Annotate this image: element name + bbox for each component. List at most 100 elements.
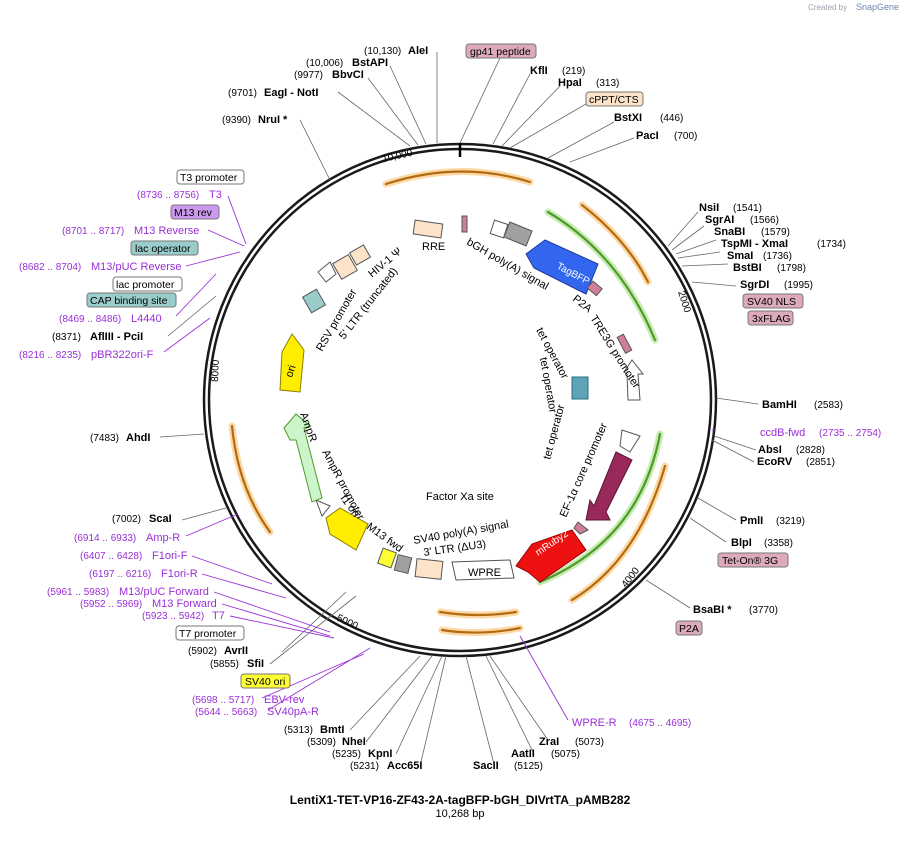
box-lacop-label: lac operator <box>135 243 191 255</box>
box-sv40ori-label: SV40 ori <box>245 676 285 688</box>
plasmid-length: 10,268 bp <box>436 808 485 820</box>
tre3g-arrow <box>623 359 645 401</box>
site-sacii-pos: (5125) <box>514 761 543 772</box>
site-zrai-pos: (5073) <box>575 737 604 748</box>
orange-arc-bottom-2-line <box>440 626 522 634</box>
p2a-label: P2A <box>570 293 594 316</box>
primer-m13rev-name: M13 Reverse <box>134 225 199 237</box>
box-m13rev <box>170 204 220 220</box>
site-kfli-name: KflI <box>530 65 548 77</box>
site-hpai-pos: (313) <box>596 78 619 89</box>
tick-10000: 10,000 <box>381 148 414 165</box>
primer-m13fwd-name: M13 Forward <box>152 598 217 610</box>
site-avrii-name: AvrII <box>224 645 248 657</box>
p2a-block <box>586 280 603 297</box>
site-sgrai-pos: (1566) <box>750 215 779 226</box>
site-nhei-pos: (5309) <box>307 737 336 748</box>
site-bbvci-pos: (9977) <box>294 70 323 81</box>
restriction-sites: AleI (10,130) BstAPI (10,006) BbvCI (997… <box>52 45 846 772</box>
inner-features <box>279 215 645 583</box>
orange-arc-right-line <box>580 203 650 284</box>
factor-xa-label: Factor Xa site <box>426 491 494 503</box>
snapgene-logo: SnapGene <box>856 2 899 12</box>
factor-xa-block <box>573 521 589 535</box>
primer-m13puc-fwd-name: M13/pUC Forward <box>119 586 209 598</box>
site-bamhi-pos: (2583) <box>814 400 843 411</box>
box-t3prom <box>176 169 245 185</box>
sv40-polya-block <box>393 553 413 575</box>
site-bstxi-pos: (446) <box>660 113 683 124</box>
box-lacprom <box>112 276 183 292</box>
site-acc65i-pos: (5231) <box>350 761 379 772</box>
primer-t7-name: T7 <box>212 610 225 622</box>
site-acc65i-name: Acc65I <box>387 760 422 772</box>
plasmid-title: LentiX1-TET-VP16-ZF43-2A-tagBFP-bGH_DIVr… <box>290 793 631 807</box>
site-bstbi-name: BstBI <box>733 262 762 274</box>
site-absi-name: AbsI <box>758 444 782 456</box>
site-zrai-name: ZraI <box>539 736 559 748</box>
credit-label: Created by <box>808 3 847 12</box>
ltr3-block <box>414 558 444 580</box>
orange-arc-top-line <box>384 170 532 186</box>
box-t3prom-label: T3 promoter <box>180 172 238 184</box>
primer-m13puc-rev-name: M13/pUC Reverse <box>91 261 181 273</box>
box-cap <box>86 292 177 308</box>
primer-ebvrev-range: (5698 .. 5717) <box>192 695 254 706</box>
sv40nls-block <box>616 333 633 355</box>
site-bamhi-name: BamHI <box>762 399 797 411</box>
sv40-ori-block <box>377 547 397 569</box>
site-sfii-name: SfiI <box>247 658 264 670</box>
primer-wpre-range: (4675 .. 4695) <box>629 718 691 729</box>
tet-operator-block <box>571 376 589 400</box>
site-kpni-name: KpnI <box>368 748 392 760</box>
site-kfli-pos: (219) <box>562 66 585 77</box>
primer-lines <box>163 195 716 721</box>
primer-sv40pa-name: SV40pA-R <box>267 706 319 718</box>
orange-arc-left-line <box>230 424 272 534</box>
tick-8000: 8000 <box>210 359 222 382</box>
ori-arrow <box>279 333 305 393</box>
primer-m13puc-rev-range: (8682 .. 8704) <box>19 262 81 273</box>
primer-ebvrev-name: EBV-rev <box>264 694 305 706</box>
site-paci-name: PacI <box>636 130 659 142</box>
primer-ampr-name: Amp-R <box>146 532 180 544</box>
primer-t7-range: (5923 .. 5942) <box>142 611 204 622</box>
box-gp41 <box>465 43 537 59</box>
ampr-arrow <box>283 413 323 503</box>
site-bstbi-pos: (1798) <box>777 263 806 274</box>
site-eagi-pos: (9701) <box>228 88 257 99</box>
site-ecorv-pos: (2851) <box>806 457 835 468</box>
site-absi-pos: (2828) <box>796 445 825 456</box>
mruby2-arrow <box>515 529 587 583</box>
site-nrui-name: NruI * <box>258 114 288 126</box>
box-m13rev-label: M13 rev <box>174 207 213 219</box>
site-snabi-name: SnaBI <box>714 226 745 238</box>
primer-ampr-range: (6914 .. 6933) <box>74 533 136 544</box>
bgh-polya-block <box>503 221 533 247</box>
ori-label: ori <box>283 364 298 379</box>
box-gp41-label: gp41 peptide <box>470 46 531 58</box>
bgh-polya-white <box>489 219 509 239</box>
site-sgrdi-name: SgrDI <box>740 279 769 291</box>
green-arc-right-line <box>546 210 657 342</box>
site-bsabi-pos: (3770) <box>749 605 778 616</box>
site-alei-pos: (10,130) <box>364 46 401 57</box>
primer-l4440-range: (8469 .. 8486) <box>59 314 121 325</box>
site-nhei-name: NheI <box>342 736 366 748</box>
site-nsii-pos: (1541) <box>733 203 762 214</box>
box-3xflag <box>747 310 794 326</box>
site-nsii-name: NsiI <box>699 202 719 214</box>
green-features <box>536 208 664 586</box>
ef1a-arrow <box>585 451 633 521</box>
box-sv40nls <box>742 293 804 309</box>
primer-wpre-name: WPRE-R <box>572 717 617 729</box>
tet-operator-3-label: tet operator <box>541 403 567 461</box>
site-smai-pos: (1736) <box>763 251 792 262</box>
primer-m13puc-fwd-range: (5961 .. 5983) <box>47 587 109 598</box>
primer-pbr322-name: pBR322ori-F <box>91 349 154 361</box>
site-blpi-pos: (3358) <box>764 538 793 549</box>
primer-ccdb-name: ccdB-fwd <box>760 427 805 439</box>
orange-arc-lower-right-line <box>570 464 667 602</box>
site-blpi-name: BlpI <box>731 537 752 549</box>
